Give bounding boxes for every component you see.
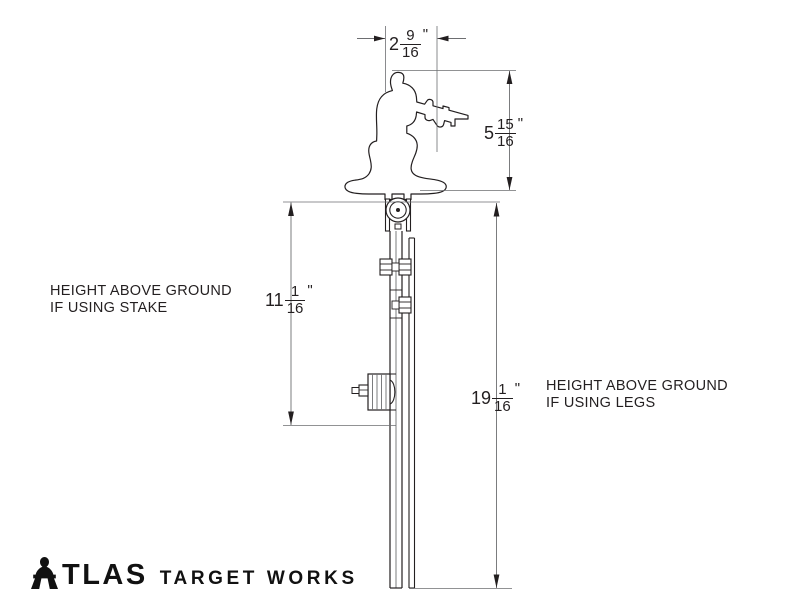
note-legs: HEIGHT ABOVE GROUND IF USING LEGS — [546, 378, 728, 412]
logo-tagline: TARGET WORKS — [159, 568, 358, 589]
dim-label-target-width: 2 9 16 " — [389, 26, 429, 61]
dim-denominator: 16 — [400, 43, 421, 61]
dim-label-stake-height: 11 1 16 " — [265, 282, 313, 317]
upper-bolt-clamp — [379, 258, 412, 276]
note-stake-line2: IF USING STAKE — [50, 300, 168, 316]
dim-unit: " — [422, 26, 429, 43]
dim-denominator: 16 — [495, 132, 516, 150]
dim-numerator: 1 — [290, 283, 300, 300]
note-legs-line1: HEIGHT ABOVE GROUND — [546, 378, 728, 394]
dim-fraction: 9 16 — [400, 28, 421, 61]
note-stake: HEIGHT ABOVE GROUND IF USING STAKE — [50, 283, 232, 317]
spring-leg-mount-assembly — [351, 373, 396, 411]
dim-whole: 11 — [265, 290, 284, 311]
stake-rod — [408, 237, 416, 589]
dim-denominator: 16 — [284, 299, 306, 317]
dim-label-legs-height: 19 1 16 " — [471, 380, 521, 415]
dim-numerator: 1 — [498, 381, 507, 398]
dim-numerator: 15 — [497, 116, 514, 133]
target-silhouette-icon — [344, 71, 469, 201]
dim-fraction: 1 16 — [492, 382, 513, 415]
lower-bolt-clamp — [390, 289, 412, 319]
logo-brand-text: TLAS — [62, 559, 148, 591]
hinge-pivot-assembly — [384, 197, 412, 232]
dim-whole: 5 — [484, 123, 495, 144]
extension-lines — [283, 26, 516, 589]
dim-stake-height — [288, 202, 294, 425]
dim-legs-height — [493, 203, 500, 588]
dim-denominator: 16 — [492, 397, 513, 415]
note-stake-line1: HEIGHT ABOVE GROUND — [50, 283, 232, 299]
dim-numerator: 9 — [406, 27, 415, 44]
dimension-lines — [288, 35, 513, 588]
dim-fraction: 15 16 — [495, 117, 516, 150]
brand-logo: TLAS TARGET WORKS — [28, 556, 358, 590]
dim-whole: 2 — [389, 34, 400, 55]
dim-whole: 19 — [471, 388, 492, 409]
soldier-outline-path — [344, 71, 469, 201]
dim-unit: " — [517, 115, 524, 132]
dim-target-height — [506, 71, 513, 190]
note-legs-line2: IF USING LEGS — [546, 395, 656, 411]
dim-unit: " — [307, 282, 313, 299]
figure-a-icon — [31, 557, 58, 589]
dim-label-target-height: 5 15 16 " — [484, 115, 524, 150]
dim-fraction: 1 16 — [284, 283, 306, 317]
dim-target-width — [357, 35, 466, 42]
logo-atlas-lockup: TLAS — [28, 556, 148, 590]
dim-unit: " — [514, 380, 521, 397]
